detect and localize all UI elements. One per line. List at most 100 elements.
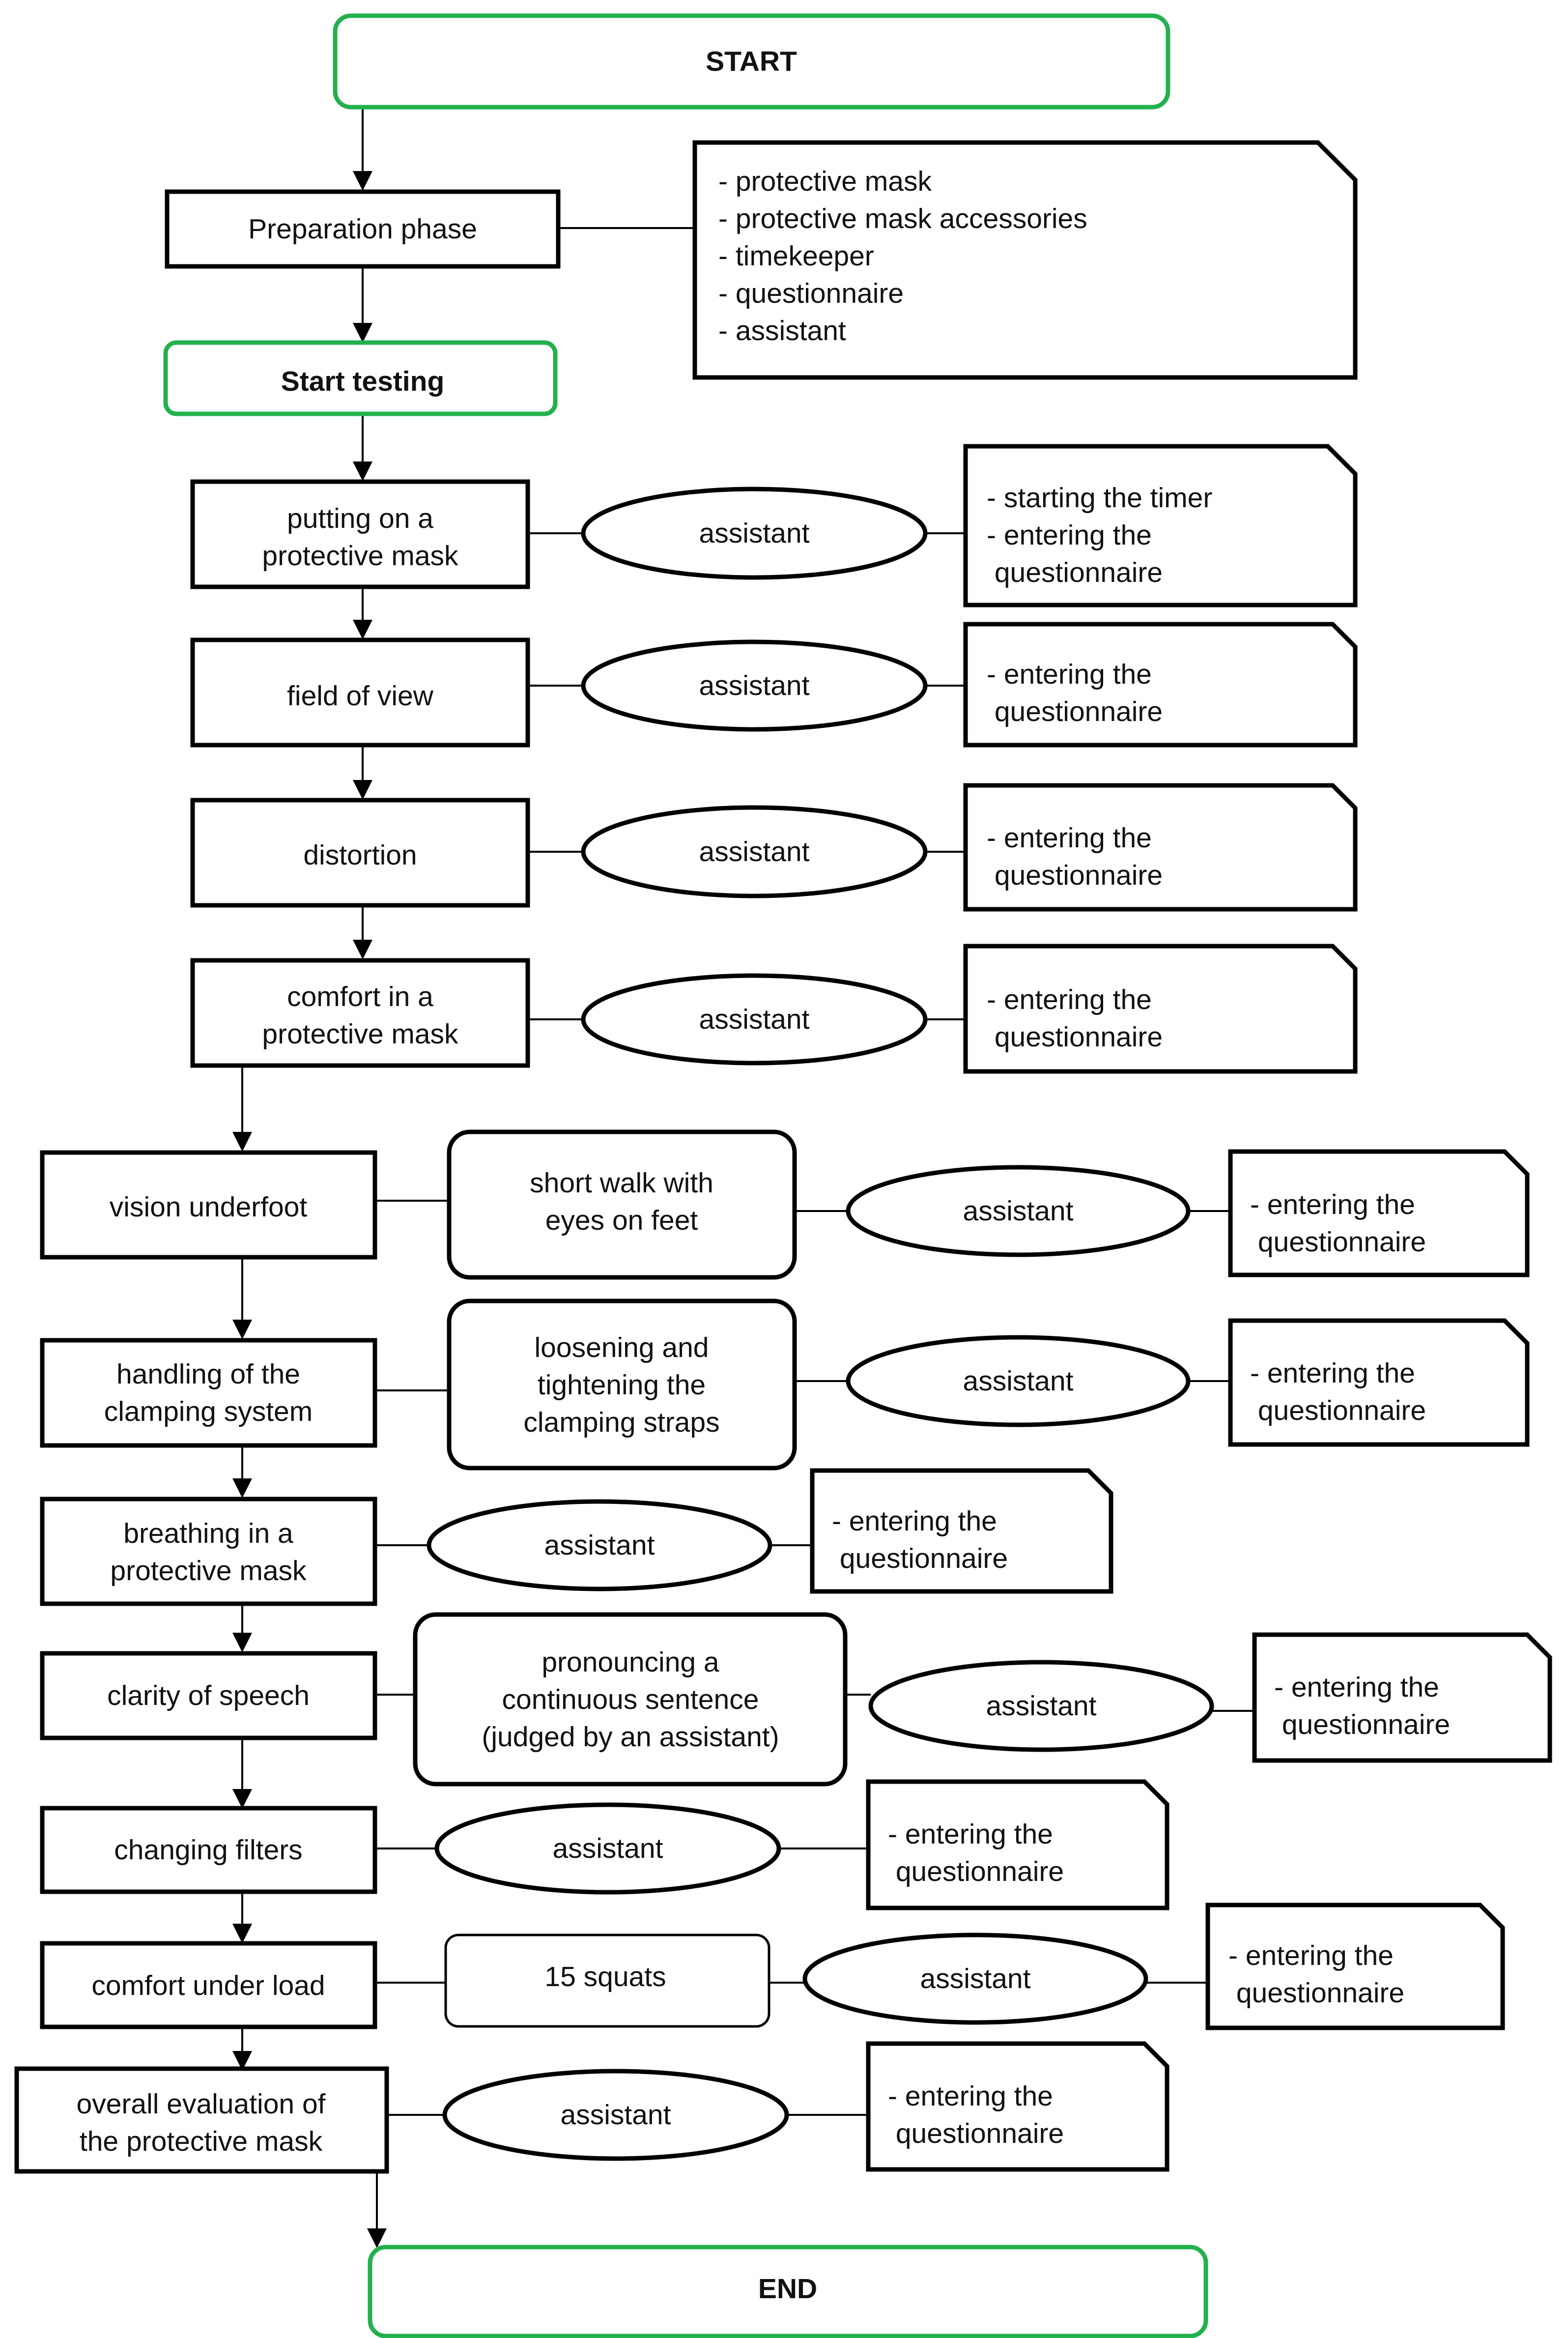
s11-assistant-label-line: assistant <box>561 2099 671 2131</box>
s10-action-label-line: 15 squats <box>544 1961 666 1992</box>
step-putting-on-mask-label-line: protective mask <box>262 540 458 572</box>
s2-note-text-line: - entering the <box>987 659 1152 690</box>
step-comfort-in-mask-label-line: comfort in a <box>287 981 433 1012</box>
s1-note-text: - starting the timer- entering the quest… <box>987 482 1212 588</box>
s1-note-shape <box>963 444 1358 607</box>
step-clamping-system-label-line: clamping system <box>104 1396 313 1427</box>
step-breathing-label-line: protective mask <box>110 1555 307 1587</box>
s8-note-text-line: - entering the <box>1274 1672 1439 1703</box>
step-changing-filters-label: changing filters <box>114 1834 302 1866</box>
step-distortion-label: distortion <box>303 839 417 871</box>
s7-assistant-ellipse: assistant <box>427 1499 772 1591</box>
nodes: START Start testing END Preparation phas… <box>14 13 1552 2338</box>
s9-note-text-line: - entering the <box>888 1818 1053 1850</box>
s5-note-text: - entering the questionnaire <box>1250 1189 1426 1258</box>
step-distortion-label-line: distortion <box>303 839 417 871</box>
s3-note-shape <box>963 783 1358 912</box>
preparation-phase-label: Preparation phase <box>248 213 477 245</box>
s1-note: - starting the timer- entering the quest… <box>963 444 1358 607</box>
s6-note-text: - entering the questionnaire <box>1250 1357 1426 1426</box>
s5-action-label-line: eyes on feet <box>545 1205 698 1236</box>
start-testing-label-line: Start testing <box>281 366 445 397</box>
s7-note: - entering the questionnaire <box>810 1468 1113 1594</box>
s10-note-text: - entering the questionnaire <box>1228 1940 1404 2009</box>
s6-note-text-line: - entering the <box>1250 1357 1415 1389</box>
s2-note-text: - entering the questionnaire <box>987 659 1163 727</box>
s11-assistant-label: assistant <box>561 2099 671 2131</box>
s9-note-text: - entering the questionnaire <box>888 1818 1064 1887</box>
s6-note-text-line: questionnaire <box>1250 1395 1426 1426</box>
step-changing-filters: changing filters <box>40 1806 377 1894</box>
step-changing-filters-shape <box>40 1806 377 1894</box>
start-terminal-shape <box>333 13 1170 110</box>
step-clarity-of-speech-shape <box>40 1651 377 1740</box>
step-vision-underfoot-label-line: vision underfoot <box>110 1191 308 1223</box>
s10-assistant-shape <box>802 1933 1148 2025</box>
preparation-phase-shape <box>165 189 561 269</box>
s3-note-text: - entering the questionnaire <box>987 822 1163 891</box>
s10-note: - entering the questionnaire <box>1205 1903 1505 2030</box>
s11-assistant-shape <box>442 2069 789 2161</box>
s10-action: 15 squats <box>444 1934 770 2028</box>
s8-assistant-shape <box>868 1660 1214 1752</box>
s11-note: - entering the questionnaire <box>866 2041 1169 2172</box>
s8-note-text: - entering the questionnaire <box>1274 1672 1450 1740</box>
s6-action-label-line: clamping straps <box>523 1407 719 1438</box>
step-overall-evaluation-shape <box>14 2066 389 2174</box>
s11-note-text-line: questionnaire <box>888 2118 1064 2149</box>
s11-note-text: - entering the questionnaire <box>888 2080 1064 2149</box>
s4-note-shape <box>963 944 1358 1074</box>
s3-assistant-shape <box>581 805 928 898</box>
s10-note-text-line: - entering the <box>1228 1940 1394 1971</box>
s9-note: - entering the questionnaire <box>866 1779 1169 1910</box>
s8-action-label-line: (judged by an assistant) <box>482 1721 779 1753</box>
start-testing-terminal: Start testing <box>163 340 558 416</box>
step-comfort-under-load-shape <box>40 1941 377 2029</box>
s7-note-text-line: questionnaire <box>832 1543 1008 1574</box>
preparation-resources-note: - protective mask- protective mask acces… <box>692 140 1358 380</box>
s5-note-text-line: - entering the <box>1250 1189 1415 1220</box>
preparation-phase-label-line: Preparation phase <box>248 213 477 245</box>
s7-assistant-label: assistant <box>544 1530 655 1561</box>
step-changing-filters-label-line: changing filters <box>114 1834 302 1866</box>
s2-note: - entering the questionnaire <box>963 622 1358 748</box>
step-comfort-under-load-label-line: comfort under load <box>91 1970 325 2001</box>
s5-note-shape <box>1228 1149 1530 1277</box>
s5-assistant-label-line: assistant <box>963 1195 1074 1227</box>
s5-action-shape <box>447 1129 797 1280</box>
s2-assistant-shape <box>581 639 928 732</box>
s4-assistant-label: assistant <box>699 1004 810 1035</box>
connectors <box>232 108 1254 2248</box>
step-vision-underfoot-shape <box>40 1150 377 1260</box>
s9-note-shape <box>866 1779 1169 1910</box>
start-testing-shape <box>163 340 558 416</box>
s10-note-text-line: questionnaire <box>1228 1977 1404 2009</box>
preparation-note-text-line: - protective mask <box>718 166 932 197</box>
s3-assistant-label-line: assistant <box>699 836 810 867</box>
s3-note: - entering the questionnaire <box>963 783 1358 912</box>
step-field-of-view: field of view <box>190 637 530 748</box>
step-breathing-shape <box>40 1497 377 1606</box>
step-vision-underfoot-label: vision underfoot <box>110 1191 308 1223</box>
s6-assistant-label-line: assistant <box>963 1365 1074 1397</box>
s6-note-shape <box>1228 1318 1530 1447</box>
s2-assistant-label: assistant <box>699 670 810 701</box>
step-overall-evaluation-label-line: overall evaluation of <box>77 2088 326 2120</box>
s8-note-text-line: questionnaire <box>1274 1709 1450 1740</box>
preparation-note-text-line: - questionnaire <box>718 278 904 309</box>
s9-assistant-label-line: assistant <box>553 1833 663 1864</box>
s3-assistant-label: assistant <box>699 836 810 867</box>
step-comfort-in-mask-label-line: protective mask <box>262 1018 458 1050</box>
s3-note-text-line: questionnaire <box>987 860 1163 891</box>
step-distortion: distortion <box>190 798 530 908</box>
s3-assistant-ellipse: assistant <box>581 805 928 898</box>
s8-action-label-line: continuous sentence <box>502 1684 759 1715</box>
s6-assistant-label: assistant <box>963 1365 1074 1397</box>
s7-note-shape <box>810 1468 1113 1594</box>
